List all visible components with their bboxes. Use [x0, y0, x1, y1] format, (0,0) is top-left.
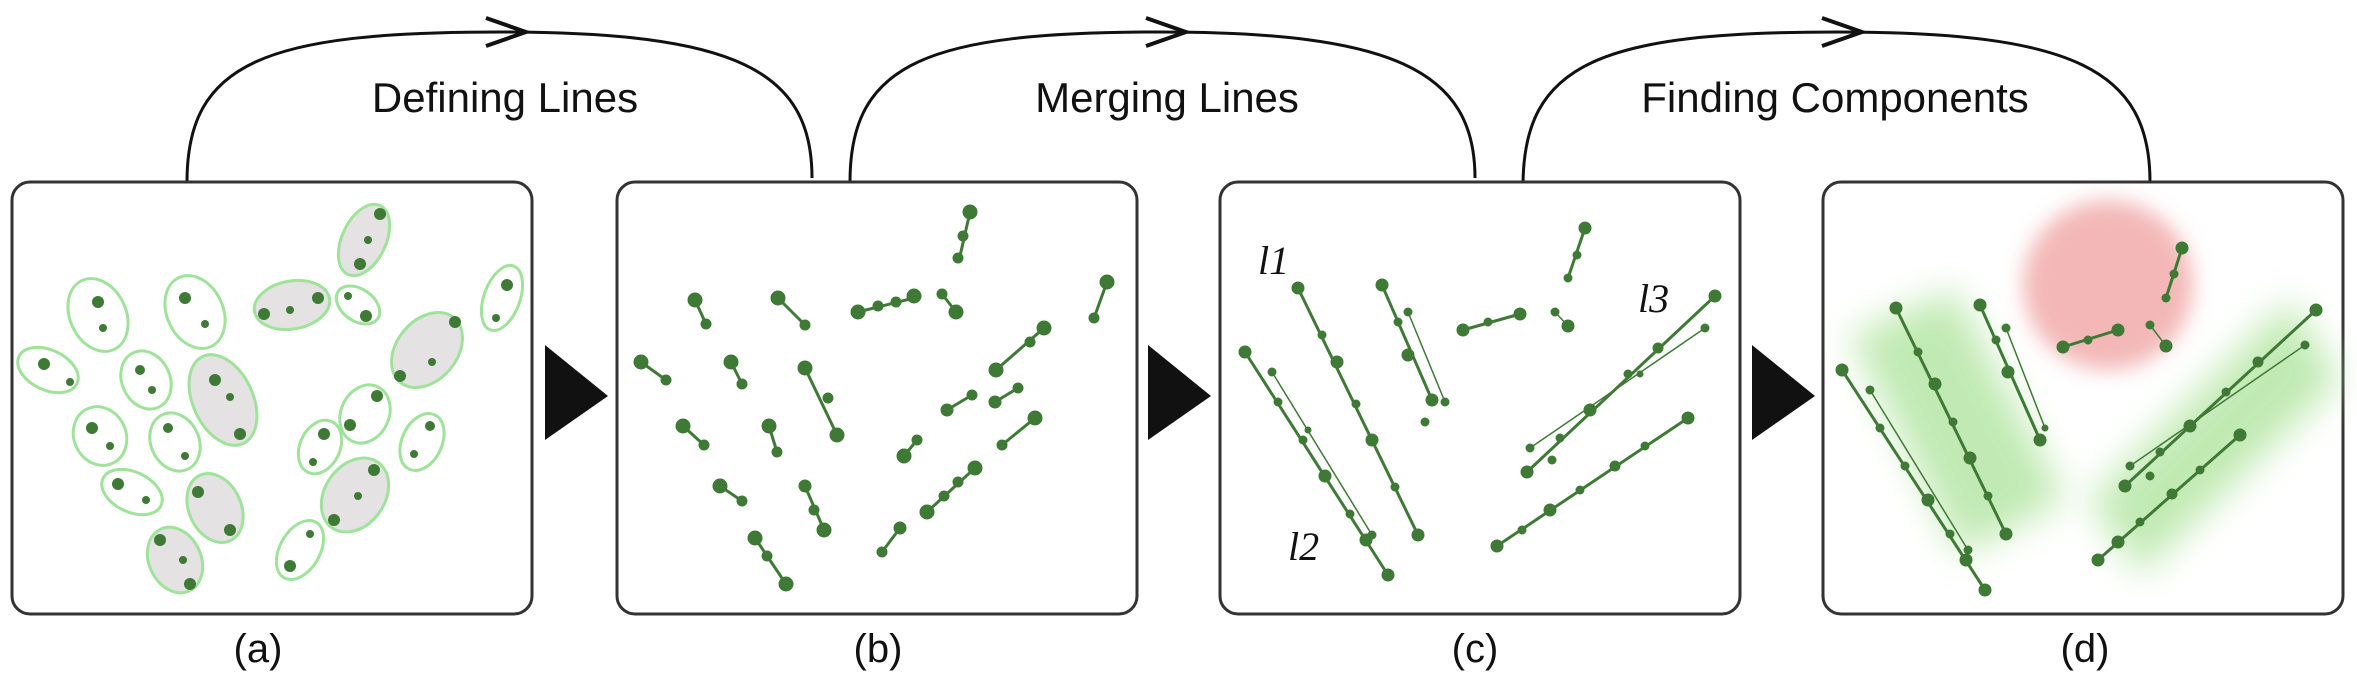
step-label-defining-lines: Defining Lines — [372, 74, 638, 121]
line-label-l3: l3 — [1638, 276, 1669, 321]
flow-arrow-c-d — [1752, 345, 1815, 440]
panel-b-frame — [615, 180, 1139, 616]
step-label-merging-lines: Merging Lines — [1035, 74, 1299, 121]
arc-merging-lines — [848, 16, 1477, 183]
caption-a: (a) — [234, 627, 283, 671]
panel-a-frame — [10, 180, 534, 616]
caption-c: (c) — [1452, 627, 1499, 671]
component-green-left — [1850, 290, 2065, 555]
caption-b: (b) — [854, 627, 903, 671]
panel-b-segments — [633, 204, 1115, 592]
caption-d: (d) — [2061, 627, 2110, 671]
line-label-l2: l2 — [1288, 524, 1319, 569]
panel-c-frame — [1218, 180, 1742, 616]
panel-d-components — [1835, 200, 2340, 597]
arc-defining-lines — [185, 16, 814, 183]
panel-c-merged-lines — [1238, 221, 1722, 582]
flow-arrow-b-c — [1148, 345, 1211, 440]
arc-finding-components — [1521, 16, 2152, 187]
flow-arrow-a-b — [545, 345, 608, 440]
line-label-l1: l1 — [1258, 238, 1289, 283]
component-green-right — [2090, 300, 2340, 575]
step-label-finding-components: Finding Components — [1641, 74, 2029, 121]
panel-a-clusters — [16, 202, 525, 595]
